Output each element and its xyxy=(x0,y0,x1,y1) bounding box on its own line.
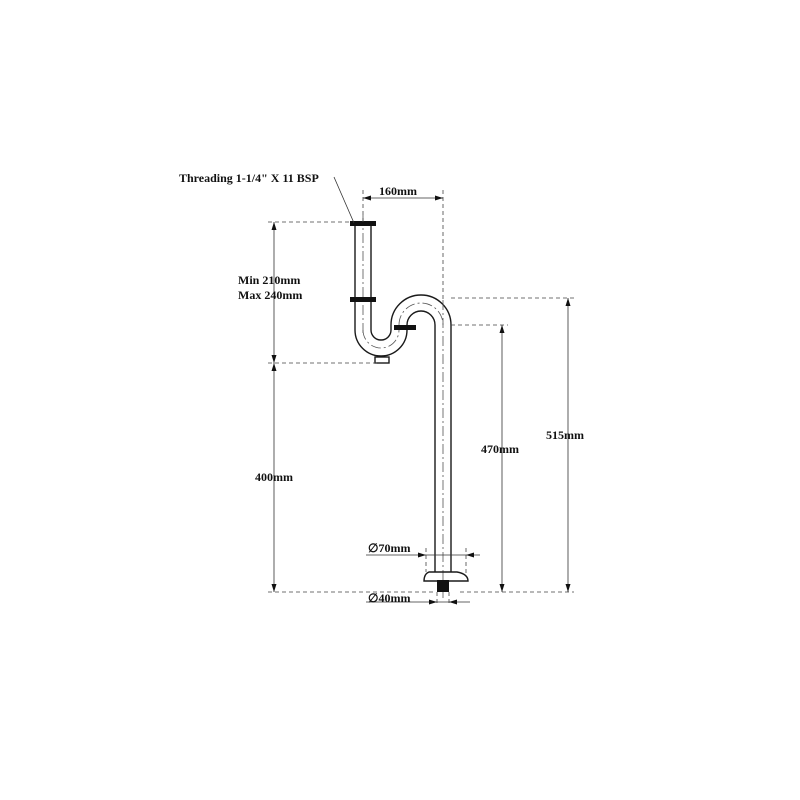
floor-arrow-bottom xyxy=(271,584,277,592)
inlet-arrow-bottom xyxy=(271,355,277,363)
u-bend-centerline xyxy=(362,329,400,349)
outlet-arrow-right xyxy=(449,599,457,605)
flange-diameter-label: ∅70mm xyxy=(368,541,410,555)
inlet-min-label: Min 210mm xyxy=(238,273,300,287)
offset-arrow-left xyxy=(363,195,371,201)
inlet-arrow-top xyxy=(271,222,277,230)
outlet-drop-label: 470mm xyxy=(481,442,519,456)
inlet-to-floor-label: 400mm xyxy=(255,470,293,484)
dimensions xyxy=(268,176,574,605)
threading-label: Threading 1-1/4" X 11 BSP xyxy=(179,171,319,185)
u-bend-inner xyxy=(370,329,392,341)
crown-bend-inner xyxy=(406,310,436,326)
flange-diameter-value: 70mm xyxy=(378,541,410,555)
diameter-symbol: ∅ xyxy=(368,591,378,605)
pipe-assembly xyxy=(350,215,469,598)
inlet-max-label: Max 240mm xyxy=(238,288,302,302)
outlet-drop-arrow-top xyxy=(499,325,505,333)
outlet-tail xyxy=(437,580,449,592)
trap-nut-band xyxy=(394,325,416,330)
flange-arrow-left xyxy=(418,552,426,558)
total-height-arrow-top xyxy=(565,298,571,306)
crown-bend-outer xyxy=(390,294,452,326)
cleanout-plug xyxy=(374,356,390,364)
crown-bend-centerline xyxy=(398,302,444,326)
u-bend-outer xyxy=(354,329,408,357)
diameter-symbol: ∅ xyxy=(368,541,378,555)
outlet-arrow-left xyxy=(429,599,437,605)
floor-flange xyxy=(423,571,469,582)
outlet-diameter-value: 40mm xyxy=(378,591,410,605)
top-thread-band xyxy=(350,221,376,226)
total-height-label: 515mm xyxy=(546,428,584,442)
labels: Threading 1-1/4" X 11 BSP 160mm Min 210m… xyxy=(179,171,584,605)
flange-arrow-right xyxy=(466,552,474,558)
floor-arrow-top xyxy=(271,363,277,371)
slip-nut-band xyxy=(350,297,376,302)
outlet-diameter-label: ∅40mm xyxy=(368,591,410,605)
total-height-arrow-bottom xyxy=(565,584,571,592)
offset-label: 160mm xyxy=(379,184,417,198)
offset-arrow-right xyxy=(435,195,443,201)
threading-leader xyxy=(333,176,355,224)
outlet-drop-arrow-bottom xyxy=(499,584,505,592)
